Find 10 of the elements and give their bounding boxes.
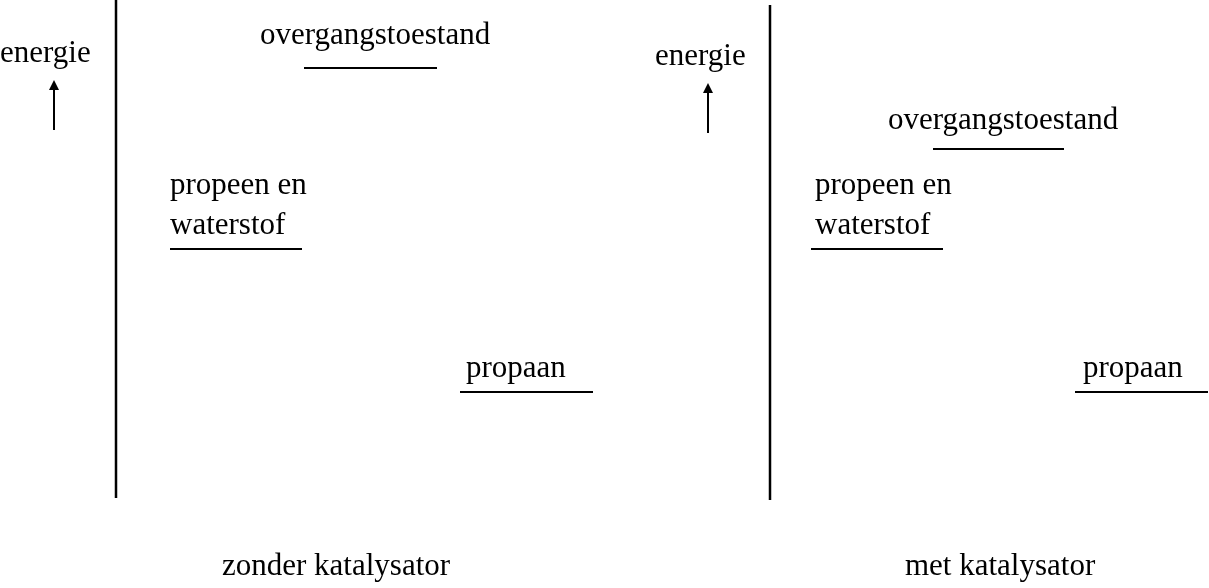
- axis-label: energie: [655, 36, 746, 74]
- level-label: overgangstoestand: [260, 15, 491, 53]
- axis-label: energie: [0, 33, 91, 71]
- level-label: propaan: [466, 348, 566, 386]
- level-label: overgangstoestand: [888, 100, 1119, 138]
- panel-caption: met katalysator: [905, 546, 1096, 584]
- panel-caption: zonder katalysator: [222, 546, 451, 584]
- level-label: propeen en waterstof: [170, 165, 308, 243]
- level-label: propaan: [1083, 348, 1183, 386]
- level-label: propeen en waterstof: [815, 165, 953, 243]
